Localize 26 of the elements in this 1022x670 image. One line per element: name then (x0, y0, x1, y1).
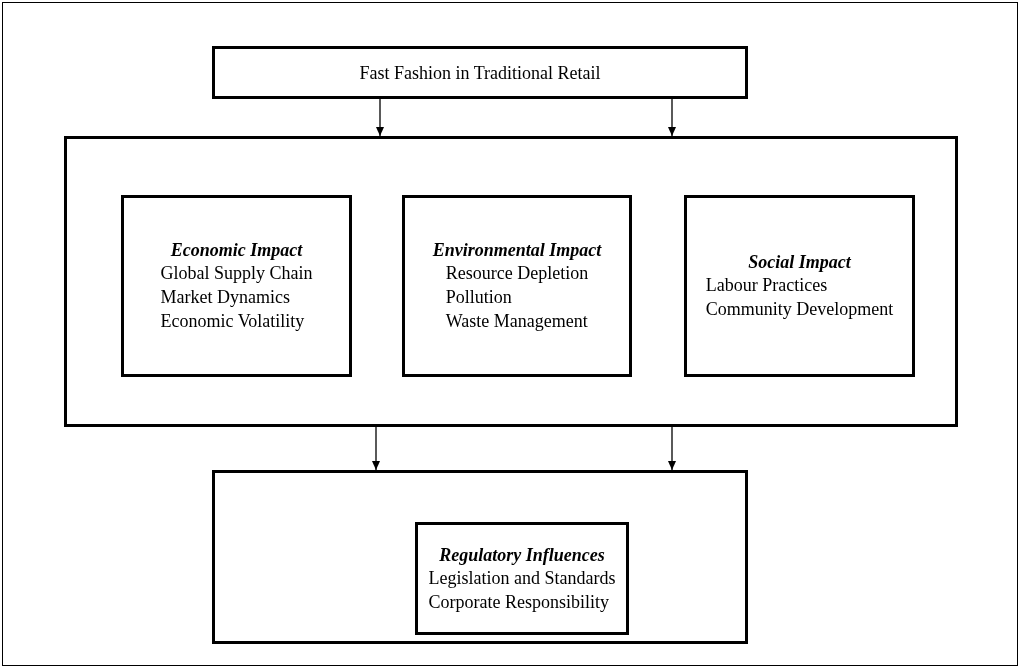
box-item: Waste Management (445, 310, 588, 333)
box-title: Fast Fashion in Traditional Retail (359, 61, 601, 85)
box-heading: Social Impact (747, 251, 852, 273)
arrow (376, 98, 384, 137)
impact-group-box (64, 136, 958, 427)
regulatory-box (415, 522, 629, 635)
arrow (668, 426, 676, 471)
impact-box (684, 195, 915, 377)
box-item: Economic Volatility (160, 310, 305, 333)
title-box (212, 46, 748, 99)
box-item: Resource Depletion (445, 262, 589, 285)
box-item: Global Supply Chain (160, 262, 313, 285)
arrow (372, 426, 380, 471)
box-heading: Environmental Impact (431, 239, 603, 261)
impact-box (402, 195, 632, 377)
box-item: Market Dynamics (160, 286, 290, 309)
box-heading: Economic Impact (169, 239, 304, 261)
impact-box (121, 195, 352, 377)
regulatory-group-box (212, 470, 748, 644)
box-heading: Regulatory Influences (438, 543, 606, 566)
box-item: Labour Practices (705, 274, 828, 297)
box-item: Pollution (445, 286, 512, 309)
box-item: Legislation and Standards (428, 566, 616, 590)
box-item: Corporate Responsibility (428, 590, 609, 614)
arrow (668, 98, 676, 137)
box-item: Community Development (705, 298, 894, 321)
